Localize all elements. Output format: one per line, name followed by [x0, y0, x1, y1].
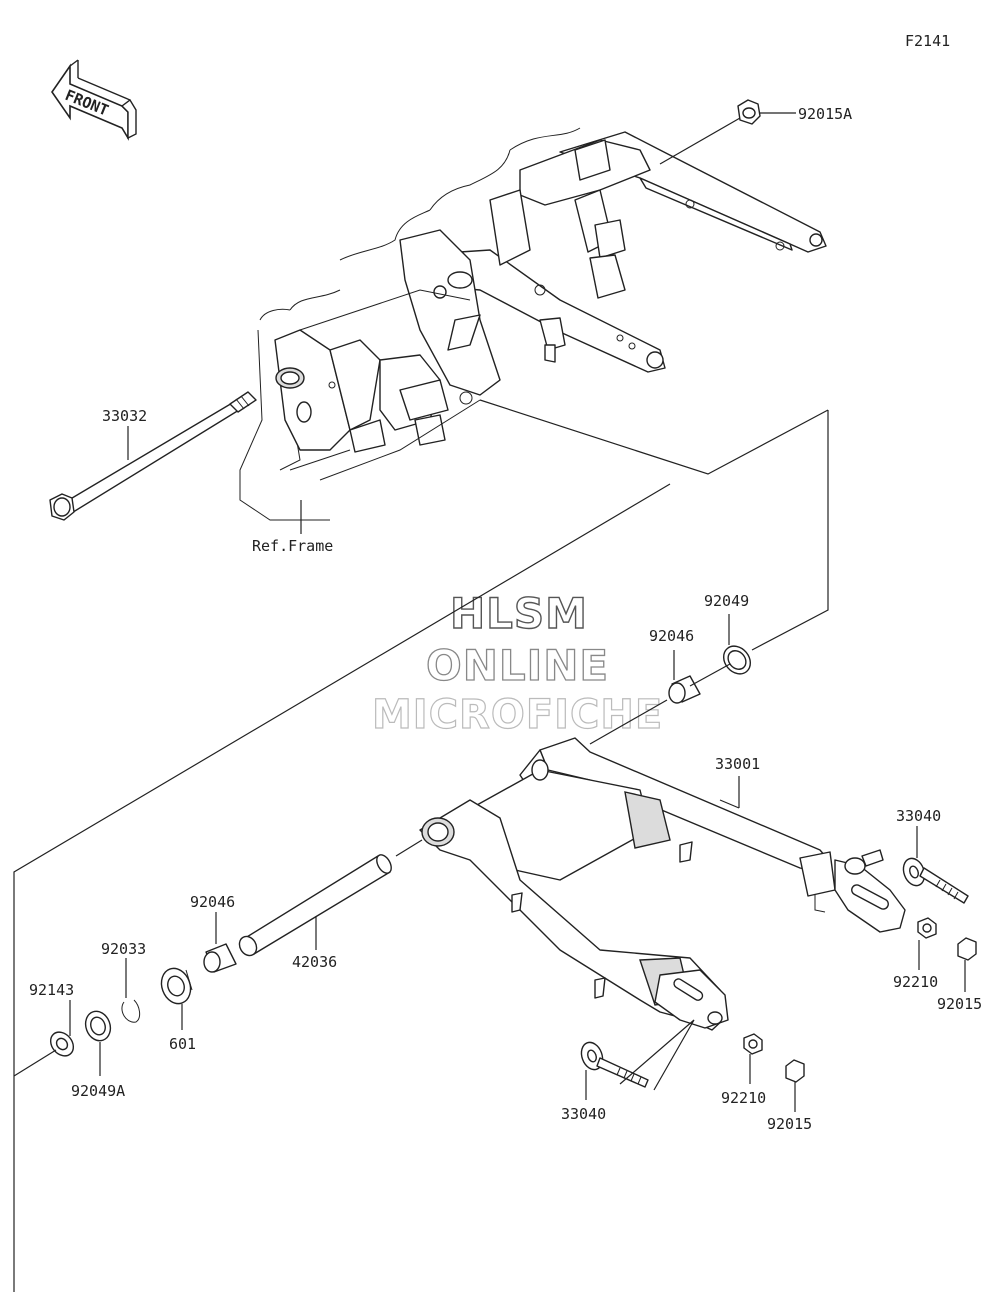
- label-92143: 92143: [29, 981, 74, 999]
- swingarm-33001: [419, 737, 906, 1031]
- label-92015-bottom: 92015: [767, 1115, 812, 1133]
- label-92015A: 92015A: [798, 105, 852, 123]
- label-601: 601: [169, 1035, 196, 1053]
- cap-92143: [49, 1031, 75, 1057]
- label-92033: 92033: [101, 940, 146, 958]
- watermark-line3: MICROFICHE: [372, 692, 663, 738]
- label-92210-right: 92210: [893, 973, 938, 991]
- label-92049A: 92049A: [71, 1082, 125, 1100]
- label-33040-right: 33040: [896, 807, 941, 825]
- label-92015-right: 92015: [937, 995, 982, 1013]
- figure-code: F2141: [905, 32, 950, 50]
- seal-92049: [722, 645, 752, 675]
- label-92046-top: 92046: [649, 627, 694, 645]
- label-92049: 92049: [704, 592, 749, 610]
- label-33001: 33001: [715, 755, 760, 773]
- assembly-lines: [13, 399, 829, 1292]
- label-33032: 33032: [102, 407, 147, 425]
- circlip-92033: [121, 999, 141, 1023]
- label-33040-bottom: 33040: [561, 1105, 606, 1123]
- seal-92049A: [84, 1010, 112, 1042]
- part-labels: 92015A 33032 Ref.Frame 92049 92046 33001…: [29, 105, 982, 1133]
- label-92210-bottom: 92210: [721, 1089, 766, 1107]
- pivot-shaft-33032: [49, 391, 257, 521]
- frame-drawing: [239, 127, 827, 521]
- nut-92210-right: [917, 917, 937, 939]
- nut-92015-bottom: [785, 1059, 805, 1083]
- nut-92210-bottom: [743, 1033, 763, 1055]
- bearing-92046-top: [668, 675, 701, 704]
- bearing-601: [160, 967, 193, 1005]
- label-42036: 42036: [292, 953, 337, 971]
- label-92046-left: 92046: [190, 893, 235, 911]
- watermark-line2: ONLINE: [426, 641, 609, 690]
- watermark-line1: HLSM: [450, 589, 588, 638]
- adjuster-bolt-33040-right: [902, 857, 969, 904]
- nut-92015A: [737, 99, 761, 125]
- label-ref-frame: Ref.Frame: [252, 537, 333, 555]
- front-arrow-icon: FRONT: [51, 59, 137, 141]
- nut-92015-right: [957, 937, 977, 961]
- leader-lines: [69, 112, 966, 1112]
- adjuster-bolt-33040-bottom: [580, 1041, 649, 1088]
- collar-42036: [238, 854, 392, 957]
- bearing-92046-left: [203, 943, 237, 973]
